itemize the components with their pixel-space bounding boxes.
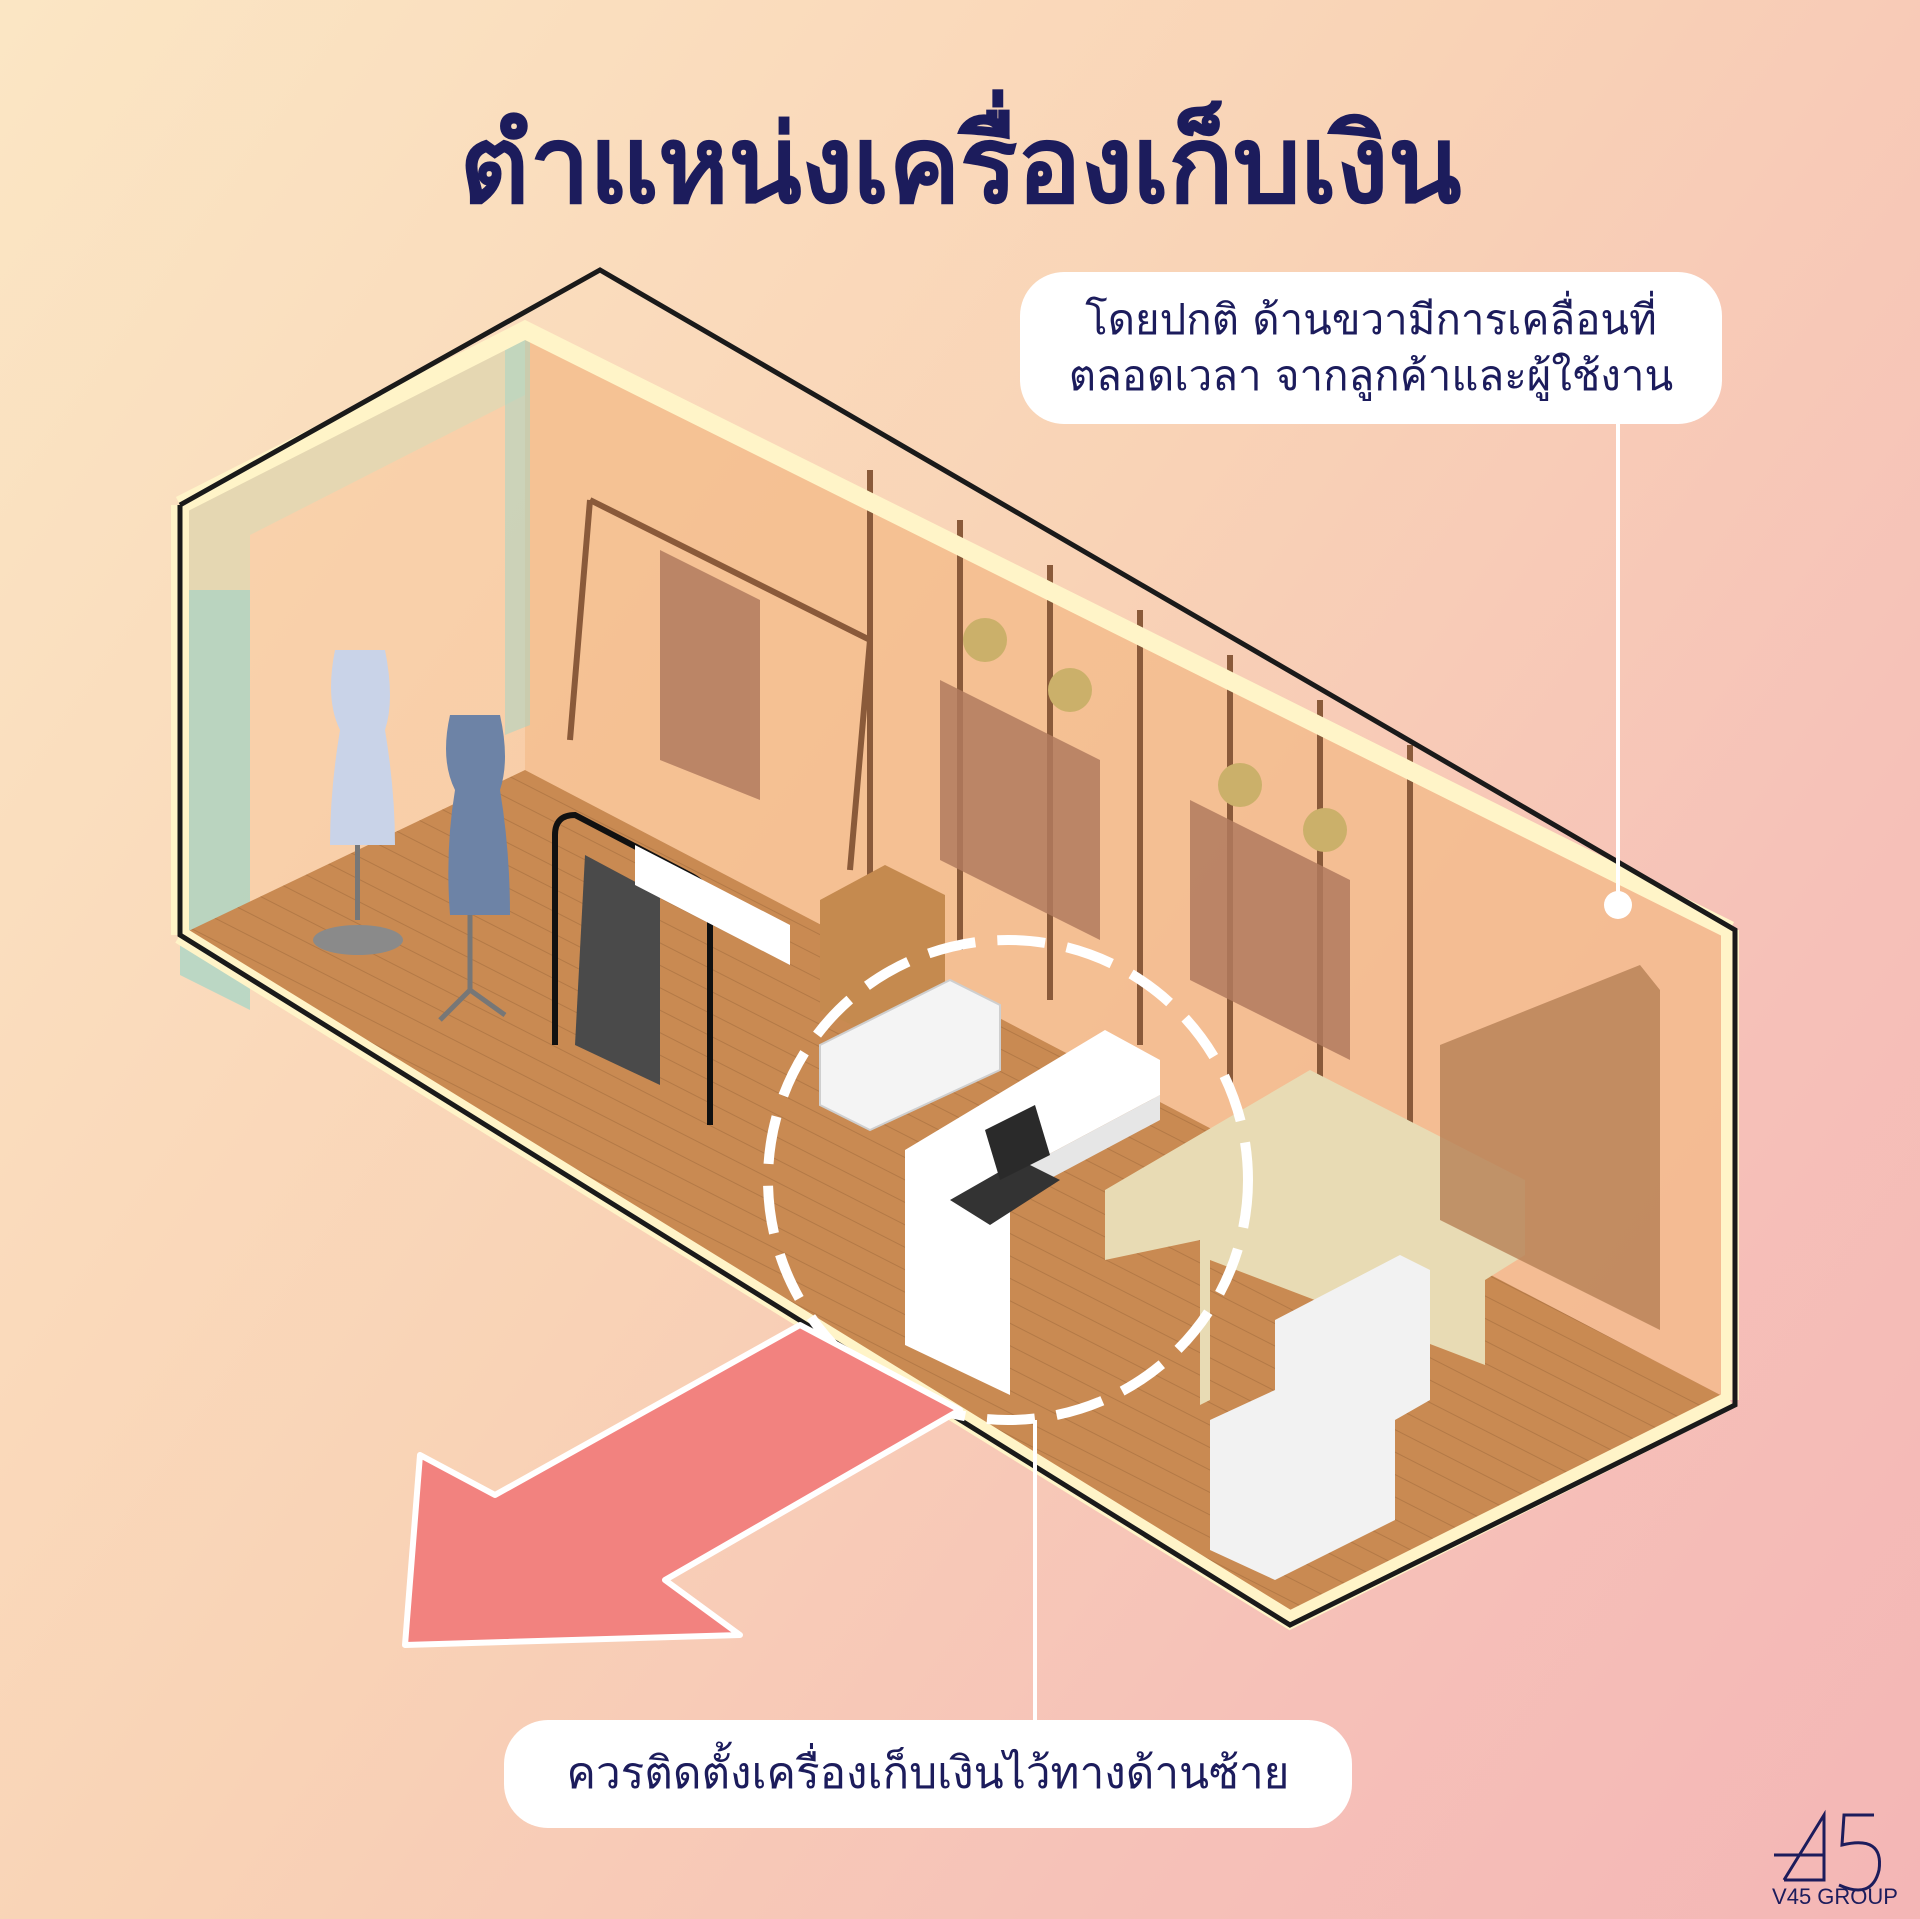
pos-monitor — [985, 1105, 1050, 1180]
back-glass-strip — [505, 335, 530, 735]
fitting-room — [1440, 965, 1660, 1330]
white-boxes — [1210, 1255, 1430, 1580]
highlight-circle — [763, 935, 1253, 1425]
callout-top-line1: โดยปกติ ด้านขวามีการเคลื่อนที่ — [1085, 295, 1657, 344]
callout-top-line2: ตลอดเวลา จากลูกค้าและผู้ใช้งาน — [1068, 351, 1674, 400]
callout-install-left: ควรติดตั้งเครื่องเก็บเงินไว้ทางด้านซ้าย — [504, 1720, 1352, 1828]
v45-logo-mark — [1774, 1809, 1882, 1892]
plant-shelves — [963, 618, 1347, 852]
back-wall-clothes — [660, 550, 1350, 1060]
header-beam — [180, 330, 525, 590]
mannequin-white — [313, 650, 403, 955]
page-title: ตำแหน่งเครื่องเก็บเงิน — [459, 103, 1461, 228]
display-table — [635, 845, 790, 965]
wood-cube — [820, 865, 945, 1040]
cashier-counter — [905, 1030, 1160, 1395]
glass-frame — [171, 267, 1739, 1631]
cash-register — [950, 1160, 1060, 1225]
logo-text: V45 GROUP — [1772, 1884, 1898, 1909]
white-ottoman — [819, 978, 1001, 1132]
mannequin-blue — [438, 715, 510, 1022]
callout-right-side-movement: โดยปกติ ด้านขวามีการเคลื่อนที่ ตลอดเวลา … — [1020, 272, 1722, 424]
left-glass — [180, 590, 250, 1010]
direction-arrow — [402, 1322, 963, 1648]
top-callout-dot — [1604, 891, 1632, 919]
